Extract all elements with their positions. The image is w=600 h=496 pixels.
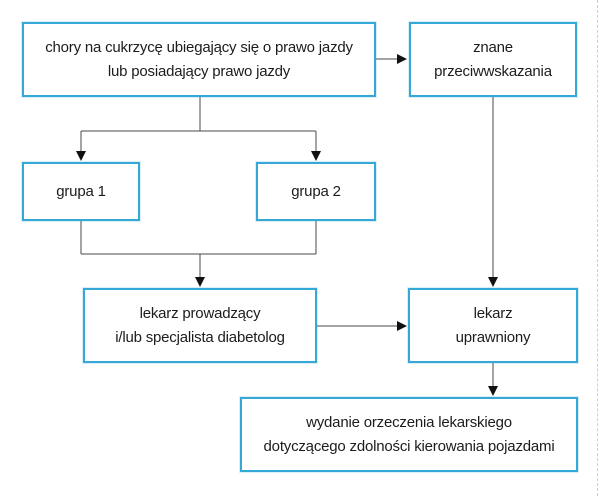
node-authorized-physician: lekarz uprawniony bbox=[408, 288, 578, 363]
node-medical-certificate: wydanie orzeczenia lekarskiego dotyczące… bbox=[240, 397, 578, 472]
node-known-contraindications: znane przeciwwskazania bbox=[409, 22, 577, 97]
node-patient: chory na cukrzycę ubiegający się o prawo… bbox=[22, 22, 376, 97]
page-edge-dashed-line bbox=[597, 0, 598, 496]
node-attending-physician: lekarz prowadzący i/lub specjalista diab… bbox=[83, 288, 317, 363]
node-group-2: grupa 2 bbox=[256, 162, 376, 221]
node-group-1: grupa 1 bbox=[22, 162, 140, 221]
